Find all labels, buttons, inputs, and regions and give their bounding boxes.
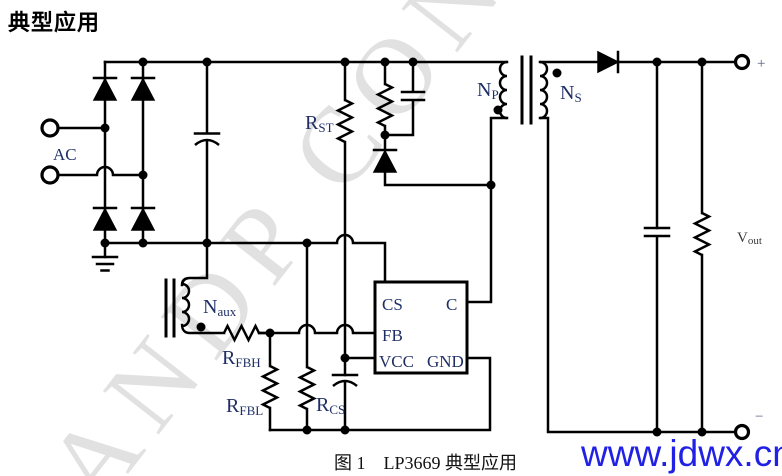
vout-plus-terminal bbox=[733, 53, 751, 71]
bridge-diode-top-left bbox=[92, 76, 118, 101]
np-to-c-pin-wire bbox=[465, 116, 509, 304]
ns-label: NS bbox=[560, 82, 582, 105]
output-resistor bbox=[692, 211, 712, 257]
snubber-c-wire bbox=[383, 60, 415, 137]
np-label: NP bbox=[477, 79, 499, 102]
aux-winding bbox=[164, 278, 206, 338]
output-diode bbox=[597, 50, 620, 74]
resistor-rst bbox=[335, 98, 355, 144]
resistor-rfbl bbox=[260, 364, 280, 410]
ground-symbol bbox=[91, 255, 119, 272]
rfbh-label: RFBH bbox=[222, 347, 261, 370]
rcs-label: RCS bbox=[316, 394, 345, 417]
resistor-rfbh bbox=[222, 323, 270, 343]
snubber-diode bbox=[372, 148, 398, 173]
ic-pin-vcc: VCC bbox=[379, 352, 414, 371]
ic-pin-cs: CS bbox=[382, 295, 403, 314]
rst-label: RST bbox=[305, 112, 334, 135]
snubber-resistor bbox=[375, 82, 395, 128]
ns-phase-dot bbox=[552, 68, 562, 78]
transformer-core bbox=[520, 55, 533, 125]
snubber-r-diode-wire bbox=[383, 60, 493, 187]
vcc-capacitor bbox=[331, 373, 359, 387]
bulk-capacitor bbox=[193, 132, 221, 146]
naux-label: Naux bbox=[203, 296, 237, 319]
page-title: 典型应用 bbox=[8, 10, 101, 35]
plus-sign: + bbox=[757, 56, 765, 72]
bridge-diode-bottom-right bbox=[130, 206, 156, 231]
naux-phase-dot bbox=[196, 322, 206, 332]
wires bbox=[56, 60, 737, 434]
vout-label: Vout bbox=[737, 230, 762, 247]
figure-caption: 图 1 LP3669 典型应用 bbox=[334, 453, 518, 473]
ic-pin-fb: FB bbox=[382, 326, 403, 345]
transformer-secondary-winding bbox=[539, 60, 562, 120]
ic-body bbox=[373, 280, 469, 375]
secondary-bottom-wire bbox=[538, 116, 737, 434]
naux-top-lead-wire bbox=[180, 241, 209, 287]
website-watermark: www.jdwx.cn bbox=[581, 433, 782, 474]
ic-pin-gnd: GND bbox=[427, 352, 464, 371]
np-phase-dot bbox=[493, 105, 503, 115]
resistor-rcs bbox=[297, 365, 317, 411]
ic-pin-c: C bbox=[446, 295, 457, 314]
snubber-capacitor bbox=[400, 90, 426, 102]
transformer-primary-winding bbox=[493, 60, 508, 120]
output-capacitor bbox=[643, 226, 671, 238]
vout-minus-terminal bbox=[733, 423, 751, 441]
ac-terminal-2 bbox=[40, 165, 60, 185]
minus-sign: − bbox=[755, 409, 763, 425]
primary-gnd-rail-wire bbox=[268, 356, 492, 432]
fb-wire bbox=[257, 323, 377, 335]
bridge-diode-top-right bbox=[130, 76, 156, 101]
bridge-diode-bottom-left bbox=[92, 206, 118, 231]
junction-dots bbox=[100, 57, 707, 437]
ac-label: AC bbox=[53, 145, 77, 164]
ac-line2-wire bbox=[56, 165, 145, 177]
ac-terminal-1 bbox=[40, 118, 60, 138]
rfbl-label: RFBL bbox=[226, 395, 263, 418]
